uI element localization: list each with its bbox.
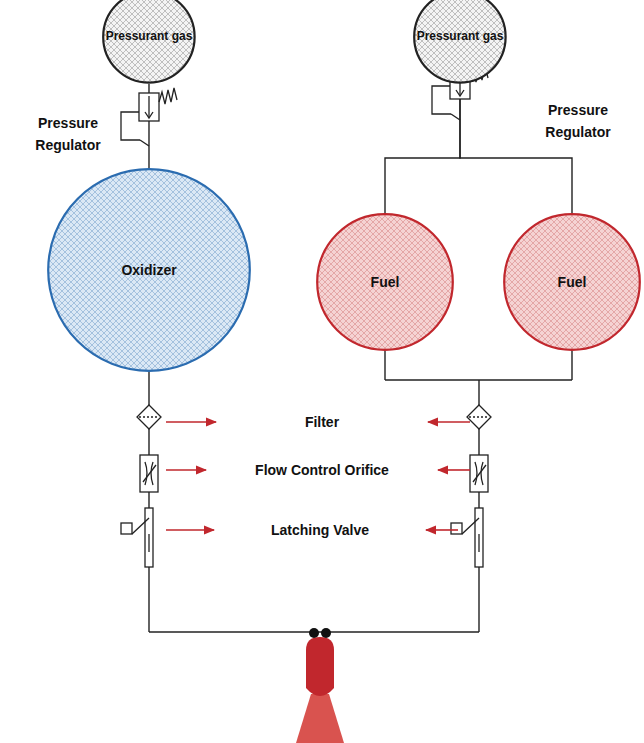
tank-label: Fuel: [371, 274, 400, 290]
fuel-tank: Fuel: [503, 213, 641, 351]
feed-line: [385, 84, 460, 213]
latching-valve-symbol: [121, 508, 483, 567]
tank-label: Oxidizer: [121, 262, 176, 278]
leader-arrow: [426, 529, 458, 531]
part-label: Pressure Regulator: [25, 112, 111, 157]
tank-fill: [103, 0, 194, 83]
pressurant-tank: Pressurant gas: [102, 0, 196, 84]
thruster: [296, 628, 344, 743]
tank-label: Pressurant gas: [417, 30, 504, 44]
part-label: Filter: [222, 411, 422, 433]
leader-arrow: [166, 469, 206, 471]
tank-text-group: Pressurant gas: [417, 30, 504, 44]
pressurant-tank: Pressurant gas: [413, 0, 507, 84]
oxidizer-tank: Oxidizer: [47, 168, 251, 372]
tank-hatch: [48, 169, 250, 371]
tank-text-group: Fuel: [558, 274, 587, 290]
part-label: Latching Valve: [220, 519, 420, 541]
tank-hatch: [504, 214, 640, 350]
tank-hatch: [317, 214, 453, 350]
tank-hatch: [414, 0, 505, 83]
tank-fill: [414, 0, 505, 83]
feed-line: [148, 84, 149, 168]
tank-text-group: Oxidizer: [121, 262, 176, 278]
tank-label: Fuel: [558, 274, 587, 290]
part-label: Pressure Regulator: [535, 99, 621, 144]
leader-arrow: [438, 469, 470, 471]
leader-arrow: [166, 529, 214, 531]
leader-arrow: [166, 421, 216, 423]
tank-text-group: Pressurant gas: [106, 30, 193, 44]
part-label: Flow Control Orifice: [212, 459, 432, 481]
tank-hatch: [103, 0, 194, 83]
tank-text-group: Fuel: [371, 274, 400, 290]
pressure-regulator-symbol: [121, 88, 177, 146]
fuel-tank: Fuel: [316, 213, 454, 351]
tank-fill: [317, 214, 453, 350]
flow-orifice-symbol: [140, 455, 488, 492]
leader-arrows: [166, 422, 470, 530]
feed-lines: [149, 351, 572, 632]
tank-fill: [504, 214, 640, 350]
tank-fill: [48, 169, 250, 371]
tank-label: Pressurant gas: [106, 30, 193, 44]
leader-arrow: [428, 421, 470, 423]
